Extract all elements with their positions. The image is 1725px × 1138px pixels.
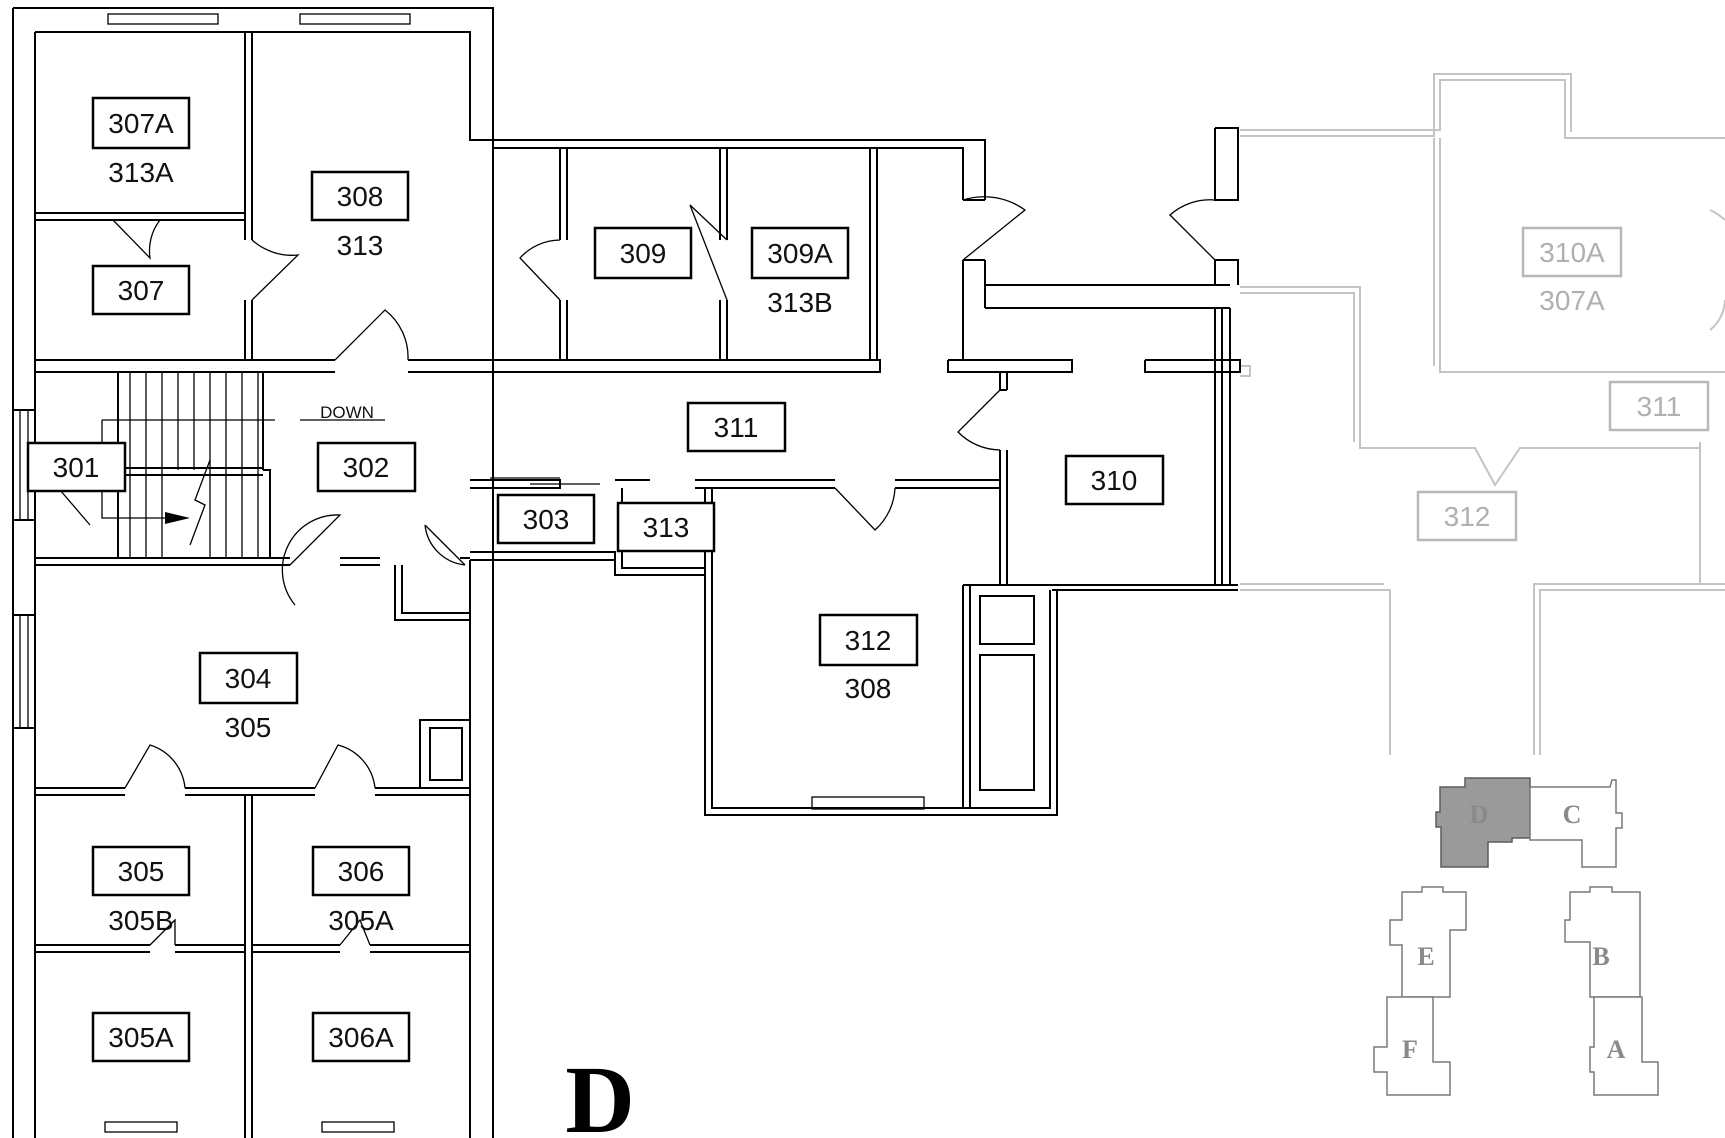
- svg-text:304: 304: [225, 663, 272, 694]
- room-306A[interactable]: 306A: [311, 1011, 411, 1063]
- svg-text:E: E: [1417, 942, 1434, 971]
- building-key-map: D C E B F A: [1373, 777, 1659, 1096]
- svg-text:312: 312: [1444, 501, 1491, 532]
- svg-text:A: A: [1607, 1035, 1626, 1064]
- adjacent-room-labels: 310A 307A 311 312: [1416, 226, 1710, 542]
- svg-text:C: C: [1563, 800, 1582, 829]
- room-304[interactable]: 304 305: [198, 651, 299, 743]
- svg-text:311: 311: [1637, 391, 1682, 422]
- room-311[interactable]: 311: [686, 401, 787, 453]
- svg-text:310: 310: [1091, 465, 1138, 496]
- svg-text:301: 301: [53, 452, 100, 483]
- adjacent-room-312: 312: [1416, 490, 1518, 542]
- room-labels: 307A 313A 307 308 313 309 309A 313B 301 …: [26, 96, 1165, 1063]
- svg-text:F: F: [1402, 1035, 1418, 1064]
- room-301[interactable]: 301: [26, 441, 127, 493]
- key-building-A[interactable]: A: [1589, 996, 1659, 1096]
- key-building-D[interactable]: D: [1435, 777, 1531, 868]
- room-312[interactable]: 312 308: [818, 613, 919, 704]
- svg-text:306: 306: [338, 856, 385, 887]
- key-building-F[interactable]: F: [1373, 996, 1451, 1096]
- svg-text:310A: 310A: [1539, 237, 1605, 268]
- key-building-C[interactable]: C: [1529, 779, 1623, 868]
- svg-text:303: 303: [523, 504, 570, 535]
- room-306[interactable]: 306 305A: [311, 845, 411, 936]
- svg-text:305: 305: [225, 712, 272, 743]
- svg-text:308: 308: [845, 673, 892, 704]
- building-walls: [12, 7, 1241, 1138]
- room-307[interactable]: 307: [91, 264, 191, 316]
- svg-text:311: 311: [714, 412, 759, 443]
- key-building-E[interactable]: E: [1389, 886, 1467, 998]
- room-309[interactable]: 309: [593, 226, 693, 280]
- svg-text:313: 313: [643, 512, 690, 543]
- room-303[interactable]: 303: [496, 493, 596, 545]
- svg-text:313: 313: [337, 230, 384, 261]
- doors: [112, 196, 1216, 946]
- adjacent-room-311: 311: [1608, 380, 1710, 432]
- room-309A[interactable]: 309A 313B: [750, 226, 850, 318]
- svg-text:D: D: [1470, 800, 1489, 829]
- svg-text:309A: 309A: [767, 238, 833, 269]
- svg-text:302: 302: [343, 452, 390, 483]
- room-302[interactable]: 302: [316, 441, 417, 493]
- svg-text:305B: 305B: [108, 905, 173, 936]
- room-310[interactable]: 310: [1064, 454, 1165, 506]
- svg-text:307A: 307A: [108, 108, 174, 139]
- svg-text:305A: 305A: [108, 1022, 174, 1053]
- key-building-B[interactable]: B: [1564, 886, 1641, 998]
- room-305A[interactable]: 305A: [91, 1011, 191, 1063]
- svg-text:B: B: [1592, 942, 1609, 971]
- svg-text:309: 309: [620, 238, 667, 269]
- svg-text:307A: 307A: [1539, 285, 1605, 316]
- svg-text:308: 308: [337, 181, 384, 212]
- room-307A[interactable]: 307A 313A: [91, 96, 191, 188]
- svg-text:305A: 305A: [328, 905, 394, 936]
- room-313[interactable]: 313: [616, 501, 716, 553]
- svg-text:307: 307: [118, 275, 165, 306]
- room-308[interactable]: 308 313: [310, 170, 410, 261]
- room-305[interactable]: 305 305B: [91, 845, 191, 936]
- building-letter: D: [565, 1046, 634, 1138]
- stair-down-label: DOWN: [320, 403, 374, 422]
- adjacent-room-310A: 310A 307A: [1521, 226, 1623, 316]
- svg-text:313B: 313B: [767, 287, 832, 318]
- svg-text:306A: 306A: [328, 1022, 394, 1053]
- svg-text:312: 312: [845, 625, 892, 656]
- svg-text:305: 305: [118, 856, 165, 887]
- svg-text:313A: 313A: [108, 157, 174, 188]
